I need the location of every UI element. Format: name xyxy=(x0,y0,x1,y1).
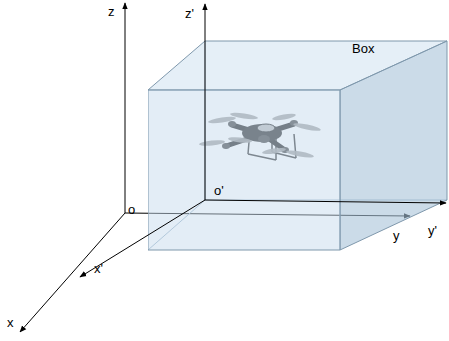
origin-label: o' xyxy=(214,184,224,197)
box-outline xyxy=(148,40,448,251)
x-axis xyxy=(20,213,125,332)
box-label: Box xyxy=(352,42,374,55)
x-prime-axis xyxy=(80,200,205,277)
z-prime-axis xyxy=(205,4,206,200)
z-axis xyxy=(125,3,126,213)
axis-label: x xyxy=(7,316,14,329)
axis-label: y xyxy=(393,229,400,242)
axis-label: y' xyxy=(428,224,437,237)
axis-label: z' xyxy=(185,7,194,20)
axis-label: z xyxy=(108,5,115,18)
y-prime-axis xyxy=(205,200,446,203)
box-3d: Box xyxy=(148,40,448,251)
origin-label: o xyxy=(128,203,135,216)
axis-label: x' xyxy=(94,262,103,275)
